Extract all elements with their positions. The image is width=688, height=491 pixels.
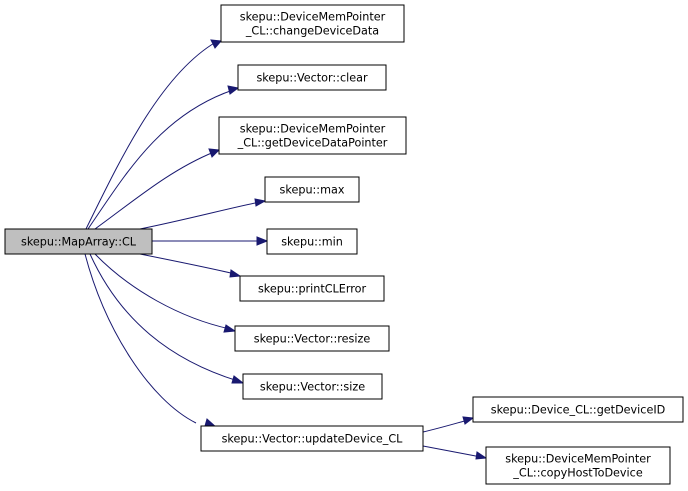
edge-root-to-print_cl_error <box>139 253 242 278</box>
node-change-device-data[interactable]: skepu::DeviceMemPointer_CL::changeDevice… <box>220 4 405 43</box>
call-nodes: skepu::MapArray::CLskepu::DeviceMemPoint… <box>4 4 684 485</box>
node-max[interactable]: skepu::max <box>264 176 360 203</box>
edge-root-to-vector_clear <box>87 85 240 230</box>
node-box <box>264 176 360 203</box>
edge-line <box>139 201 261 230</box>
node-label-line: skepu::DeviceMemPointer <box>505 453 651 466</box>
node-vector-resize[interactable]: skepu::Vector::resize <box>234 325 390 352</box>
node-label-line: skepu::DeviceMemPointer <box>240 123 386 136</box>
arrowhead <box>254 198 267 207</box>
edge-line <box>89 253 239 382</box>
node-box <box>200 425 424 452</box>
node-min[interactable]: skepu::min <box>266 228 358 255</box>
edge-line <box>94 253 231 330</box>
node-box <box>234 325 390 352</box>
edge-root-to-max <box>139 198 267 230</box>
edge-line <box>85 41 217 230</box>
node-vector-update-device-cl[interactable]: skepu::Vector::updateDevice_CL <box>200 425 424 452</box>
arrowhead <box>208 148 221 158</box>
node-label-line: skepu::Vector::updateDevice_CL <box>222 433 404 446</box>
node-copy-host-to-device[interactable]: skepu::DeviceMemPointer_CL::copyHostToDe… <box>485 446 671 485</box>
arrowhead <box>462 416 475 425</box>
node-vector-size[interactable]: skepu::Vector::size <box>242 373 383 400</box>
arrowhead <box>256 236 269 246</box>
node-label-line: skepu::printCLError <box>258 283 367 296</box>
edge-line <box>139 253 236 275</box>
edge-vector_update_device_cl-to-copy_host_to_device <box>422 445 488 460</box>
node-print-cl-error[interactable]: skepu::printCLError <box>239 275 385 302</box>
edge-line <box>94 151 215 230</box>
node-device-cl-get-device-id[interactable]: skepu::Device_CL::getDeviceID <box>472 396 684 423</box>
node-label-line: skepu::MapArray::CL <box>21 236 137 249</box>
arrowhead <box>475 451 488 460</box>
edge-line <box>87 89 234 230</box>
edge-vector_update_device_cl-to-device_cl_get_device_id <box>422 416 475 433</box>
edge-root-to-vector_resize <box>94 253 237 333</box>
edge-root-to-get_device_data_pointer <box>94 148 221 230</box>
edge-line <box>84 253 197 424</box>
node-label-line: skepu::Vector::clear <box>256 72 368 85</box>
edge-root-to-vector_update_device_cl <box>84 253 219 429</box>
node-box <box>218 116 407 155</box>
node-box <box>4 228 153 255</box>
node-label-line: skepu::min <box>281 236 343 249</box>
node-box <box>472 396 684 423</box>
node-box <box>237 64 387 91</box>
node-box <box>485 446 671 485</box>
edge-root-to-vector_size <box>89 253 245 384</box>
node-label-line: skepu::Device_CL::getDeviceID <box>491 404 666 417</box>
edge-line <box>422 419 469 433</box>
node-label-line: _CL::changeDeviceData <box>245 25 379 38</box>
node-label-line: _CL::getDeviceDataPointer <box>237 137 388 150</box>
node-label-line: skepu::DeviceMemPointer <box>240 11 386 24</box>
arrowhead <box>210 39 223 49</box>
node-vector-clear[interactable]: skepu::Vector::clear <box>237 64 387 91</box>
node-box <box>242 373 383 400</box>
node-box <box>220 4 405 43</box>
node-root: skepu::MapArray::CL <box>4 228 153 255</box>
call-edges <box>84 39 488 460</box>
node-label-line: skepu::Vector::resize <box>254 333 371 346</box>
node-box <box>266 228 358 255</box>
arrowhead <box>229 269 242 278</box>
edge-line <box>422 445 482 458</box>
edge-root-to-change_device_data <box>85 39 223 230</box>
node-label-line: skepu::Vector::size <box>260 381 365 394</box>
node-label-line: _CL::copyHostToDevice <box>512 467 643 480</box>
node-get-device-data-pointer[interactable]: skepu::DeviceMemPointer_CL::getDeviceDat… <box>218 116 407 155</box>
node-label-line: skepu::max <box>280 184 345 197</box>
edge-root-to-min <box>152 236 269 246</box>
arrowhead <box>223 324 237 333</box>
node-box <box>239 275 385 302</box>
arrowhead <box>231 375 245 384</box>
arrowhead <box>227 85 240 95</box>
